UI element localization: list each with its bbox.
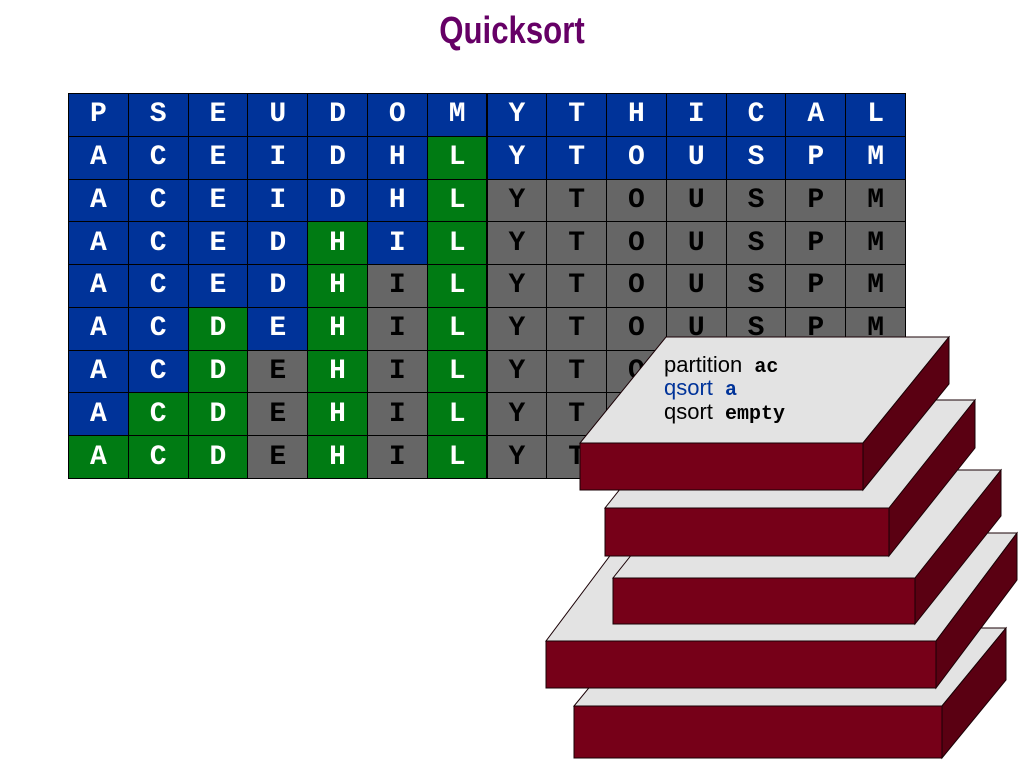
grid-cell: I [366,306,428,351]
grid-cell: M [426,93,488,137]
stack-line-qsort-a: qsort a [664,375,737,402]
stack-line-word: partition [664,352,742,377]
grid-cell: O [606,306,667,351]
page-title: Quicksort [439,10,585,52]
grid-cell: C [127,178,189,223]
grid-cell: O [366,93,428,137]
grid-cell: T [546,306,608,351]
stack-frame-side [862,335,950,492]
grid-cell: I [366,435,428,479]
grid-cell: L [426,349,488,394]
grid-cell: I [665,93,727,137]
grid-cell: C [127,306,189,351]
grid-cell: U [665,135,727,180]
stack-frame-side [888,398,976,558]
stack-line-partition: partition ac [664,352,778,379]
grid-cell: C [127,349,189,394]
grid-cell: L [426,178,488,223]
grid-cell: L [426,306,488,351]
grid-cell: P [785,264,847,308]
grid-cell: E [247,392,309,437]
stack-line-word: qsort [664,399,713,424]
stack-frame-front [579,442,864,491]
grid-cell: Y [486,93,548,137]
grid-cell: L [426,221,488,266]
grid-cell: A [785,93,847,137]
grid-cell: Y [486,349,548,394]
grid-cell: A [68,135,129,180]
grid-cell: S [725,135,787,180]
grid-cell: Y [486,392,548,437]
grid-cell: E [187,93,249,137]
grid-cell: U [665,178,727,223]
grid-cell: H [307,435,368,479]
stack-line-qsort-empty: qsort empty [664,399,785,426]
grid-cell: C [127,435,189,479]
stack-frame [578,335,951,492]
grid-cell: I [247,178,309,223]
grid-cell: Y [486,306,548,351]
stack-frame-front [573,705,943,759]
grid-cell: I [366,392,428,437]
grid-cell: L [426,435,488,479]
grid-cell: M [845,178,906,223]
stack-line-word: qsort [664,375,713,400]
grid-cell: S [725,221,787,266]
grid-cell: E [247,349,309,394]
stack-frame-side [935,531,1018,690]
grid-cell: A [68,392,129,437]
stack-frame-front [612,577,916,625]
grid-cell: E [187,221,249,266]
stack-line-arg: empty [725,403,785,426]
grid-cell: C [127,264,189,308]
grid-cell: Y [486,264,548,308]
grid-cell: D [307,135,368,180]
grid-cell: H [366,135,428,180]
grid-cell: Y [486,221,548,266]
stack-frame-front [545,640,937,689]
grid-cell: O [606,221,667,266]
grid-cell: P [68,93,129,137]
grid-cell: H [307,392,368,437]
grid-cell: L [426,264,488,308]
grid-cell: A [68,306,129,351]
grid-cell: D [247,264,309,308]
grid-cell: M [845,221,906,266]
grid-cell: T [546,178,608,223]
grid-cell: H [307,221,368,266]
grid-cell: L [845,93,906,137]
stack-frame-side [914,468,1002,626]
stack-line-arg: a [725,379,737,402]
grid-cell: P [785,135,847,180]
stack-line-arg: ac [754,356,778,379]
stack-frame-side [941,626,1007,760]
grid-cell: A [68,349,129,394]
grid-cell: M [845,264,906,308]
grid-cell: A [68,221,129,266]
grid-cell: E [247,435,309,479]
grid-cell: O [606,264,667,308]
grid-cell: A [68,178,129,223]
stack-frame-front [604,507,890,557]
grid-cell: T [546,93,608,137]
grid-cell: M [845,135,906,180]
grid-cell: A [68,435,129,479]
grid-cell: H [606,93,667,137]
grid-cell: O [606,135,667,180]
grid-cell: C [127,135,189,180]
